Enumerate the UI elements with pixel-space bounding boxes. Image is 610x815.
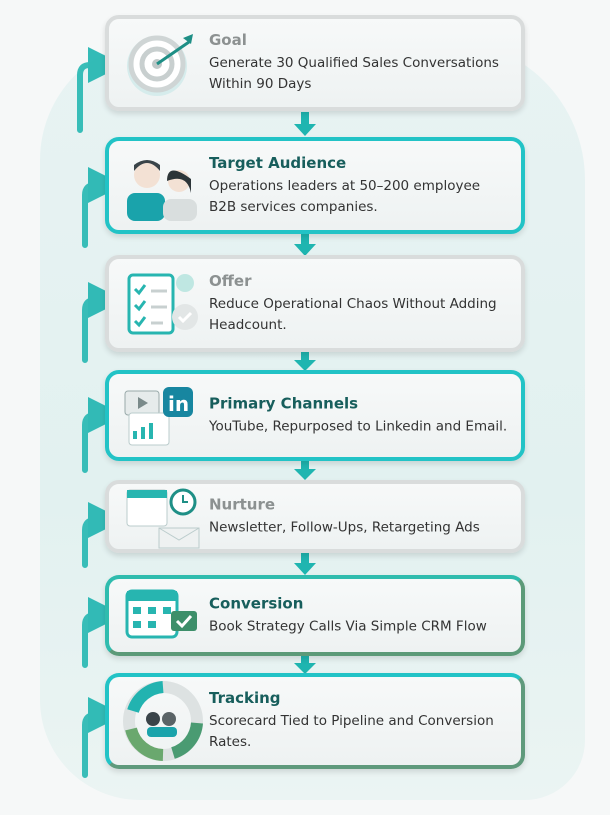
step-title: Tracking	[209, 689, 281, 707]
elbow-arrow	[82, 397, 124, 473]
step-description: Generate 30 Qualified Sales Conversation…	[209, 55, 499, 92]
down-arrow	[294, 234, 316, 256]
elbow-arrow	[82, 502, 124, 568]
elbow-arrow	[82, 167, 124, 248]
elbow-arrow	[82, 697, 124, 778]
step-description: Reduce Operational Chaos Without Adding …	[209, 295, 497, 333]
target-icon	[127, 34, 193, 96]
step-description: Scorecard Tied to Pipeline and Conversio…	[209, 713, 494, 750]
down-arrow	[294, 461, 316, 480]
step-title: Offer	[209, 271, 252, 290]
down-arrow	[294, 112, 316, 136]
elbow-arrow	[82, 597, 124, 668]
down-arrow	[294, 656, 316, 674]
step-title: Primary Channels	[209, 394, 359, 412]
step-title: Target Audience	[209, 153, 347, 172]
svg-text:in: in	[168, 392, 189, 416]
down-arrow	[294, 553, 316, 575]
step-description: Book Strategy Calls Via Simple CRM Flow	[209, 618, 487, 634]
audience-icon	[127, 159, 197, 221]
step-title: Goal	[209, 31, 247, 49]
step-description: Operations leaders at 50–200 employee B2…	[209, 177, 481, 215]
cycle-icon	[123, 681, 203, 761]
calendar-icon	[125, 589, 197, 638]
elbow-arrow	[77, 47, 124, 133]
step-description: Newsletter, Follow-Ups, Retargeting Ads	[209, 519, 480, 535]
step-description: YouTube, Repurposed to Linkedin and Emai…	[209, 418, 508, 434]
elbow-arrow	[82, 282, 124, 363]
down-arrow	[294, 352, 316, 371]
step-title: Nurture	[209, 495, 276, 513]
checklist-icon	[127, 273, 198, 334]
step-title: Conversion	[209, 594, 304, 612]
email-clock-icon	[126, 488, 200, 548]
linkedin-icon: in	[124, 386, 193, 445]
